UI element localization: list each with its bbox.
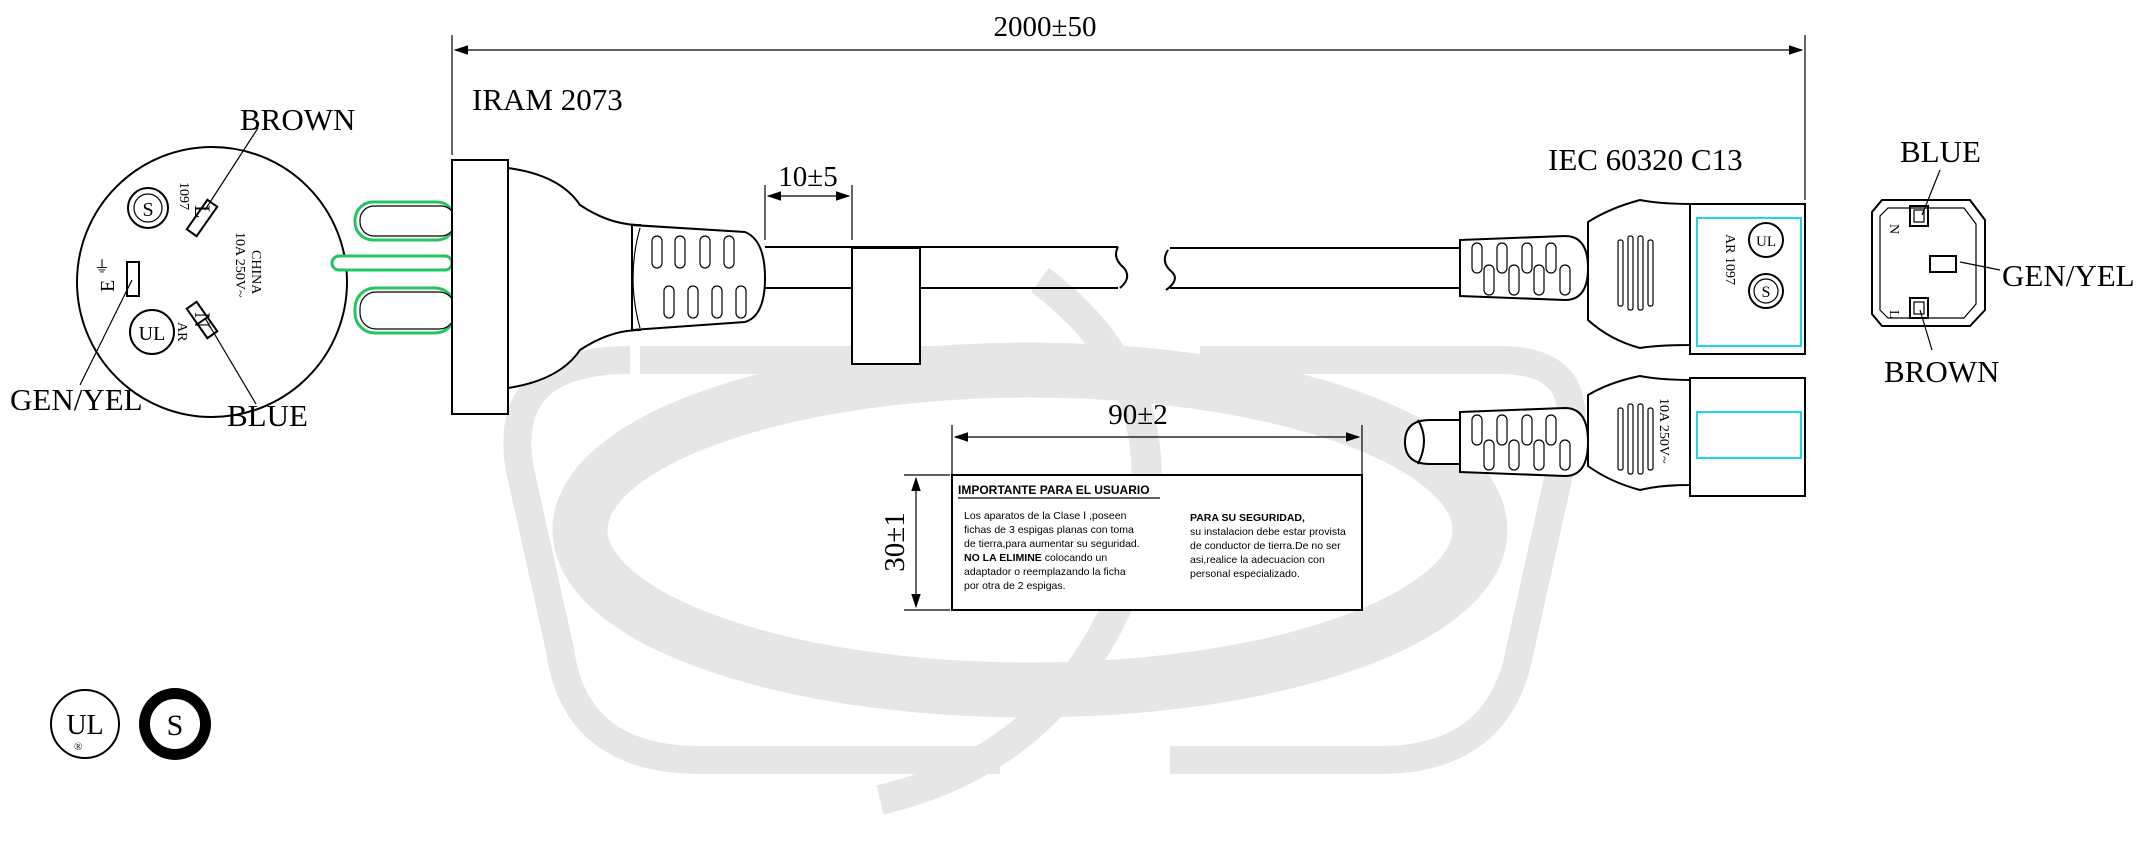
label-width-text: 90±2: [1108, 399, 1167, 431]
connector-ul-mark-icon: UL: [1748, 222, 1784, 258]
label-left-bold: NO LA ELIMINE: [964, 552, 1042, 564]
plug-e-pin-label: E: [97, 280, 119, 292]
s-logo-icon: S: [139, 688, 211, 760]
connector-n-slot: [1909, 205, 1929, 227]
plug-pin-top: [353, 200, 457, 242]
plug-l-pin-slot: [185, 198, 219, 238]
connector-brown-label: BROWN: [1884, 354, 1999, 389]
svg-text:UL: UL: [66, 710, 103, 741]
plug-blue-label: BLUE: [227, 398, 308, 433]
connector-l-slot: [1909, 297, 1929, 319]
plug-origin: CHINA: [248, 250, 263, 295]
label-right-line-1: su instalacion debe estar provista: [1190, 526, 1346, 538]
plug-pin-middle: [330, 254, 454, 272]
plug-standard-title: IRAM 2073: [472, 82, 623, 117]
label-right-line-4: personal especializado.: [1190, 568, 1300, 580]
plug-cert-code: 1097: [176, 182, 191, 210]
label-left-line-5: adaptador o reemplazando la ficha: [964, 566, 1126, 578]
total-length-dimension: 2000±50: [451, 11, 1806, 200]
svg-text:NO LA ELIMINE colocando un: NO LA ELIMINE colocando un: [964, 552, 1107, 564]
label-right-heading: PARA SU SEGURIDAD,: [1190, 512, 1305, 524]
connector-bottom-window: [1696, 411, 1802, 459]
plug-s-mark: S: [142, 199, 153, 221]
plug-face-view: S UL AR 1097 L N E ⏚ 10A 250V~ CHINA BRO…: [10, 102, 355, 433]
connector-top-code: AR 1097: [1722, 234, 1737, 285]
total-length-text: 2000±50: [994, 11, 1097, 43]
plug-ar-mark: AR: [174, 322, 189, 342]
plug-n-pin-slot: [185, 300, 219, 340]
connector-bottom-rating: 10A 250V~: [1656, 398, 1671, 464]
connector-n-label: N: [1886, 224, 1901, 234]
label-height-text: 30±1: [879, 512, 911, 571]
ground-symbol-icon: ⏚: [94, 258, 110, 276]
label-width-dimension: 90±2: [951, 399, 1363, 478]
svg-text:UL: UL: [1756, 234, 1776, 250]
plug-ul-mark: UL: [139, 323, 166, 345]
svg-text:S: S: [1762, 284, 1771, 301]
label-left-line-3: de tierra,para aumentar su seguridad.: [964, 538, 1140, 550]
plug-rating: 10A 250V~: [232, 232, 247, 298]
strip-length-text: 10±5: [778, 161, 837, 193]
plug-brown-label: BROWN: [240, 102, 355, 137]
ul-logo-icon: UL ®: [50, 689, 120, 759]
svg-text:®: ®: [74, 741, 82, 753]
connector-l-label: L: [1886, 310, 1901, 319]
connector-blue-label: BLUE: [1900, 134, 1981, 169]
connector-ground-slot: [1929, 255, 1957, 273]
warning-label: IMPORTANTE PARA EL USUARIO Los aparatos …: [951, 474, 1363, 611]
label-height-dimension: 30±1: [879, 474, 950, 611]
connector-top-view: UL S AR 1097: [1163, 198, 1806, 355]
label-heading: IMPORTANTE PARA EL USUARIO: [958, 483, 1150, 497]
connector-top-window: [1696, 217, 1802, 347]
connector-face-view: N L BLUE GEN/YEL BROWN: [1871, 134, 2135, 389]
svg-text:S: S: [167, 709, 184, 742]
connector-s-mark-icon: S: [1748, 273, 1784, 309]
watermark-logo: [503, 268, 1586, 815]
label-right-line-2: de conductor de tierra.De no ser: [1190, 540, 1341, 552]
plug-n-pin-label: N: [190, 312, 215, 328]
label-left-line-1: Los aparatos de la Clase Ⅰ ,poseen: [964, 510, 1127, 522]
label-left-line-2: fichas de 3 espigas planas con toma: [964, 524, 1134, 536]
label-left-after-bold: colocando un: [1042, 552, 1108, 564]
plug-l-pin-label: L: [190, 205, 215, 218]
ul-mark-icon: UL: [129, 309, 175, 355]
plug-e-pin-slot: [126, 261, 140, 297]
connector-genyel-label: GEN/YEL: [2002, 258, 2135, 293]
label-right-line-3: asi,realice la adecuacion con: [1190, 554, 1325, 566]
plug-side-view: [330, 159, 1129, 415]
strip-length-dimension: 10±5: [764, 161, 853, 240]
connector-bottom-view: 10A 250V~: [1403, 374, 1806, 497]
plug-pin-bottom: [353, 286, 457, 335]
plug-genyel-label: GEN/YEL: [10, 382, 143, 417]
connector-standard-title: IEC 60320 C13: [1548, 142, 1743, 177]
label-left-line-6: por otra de 2 espigas.: [964, 580, 1066, 592]
s-mark-icon: S: [127, 187, 169, 229]
